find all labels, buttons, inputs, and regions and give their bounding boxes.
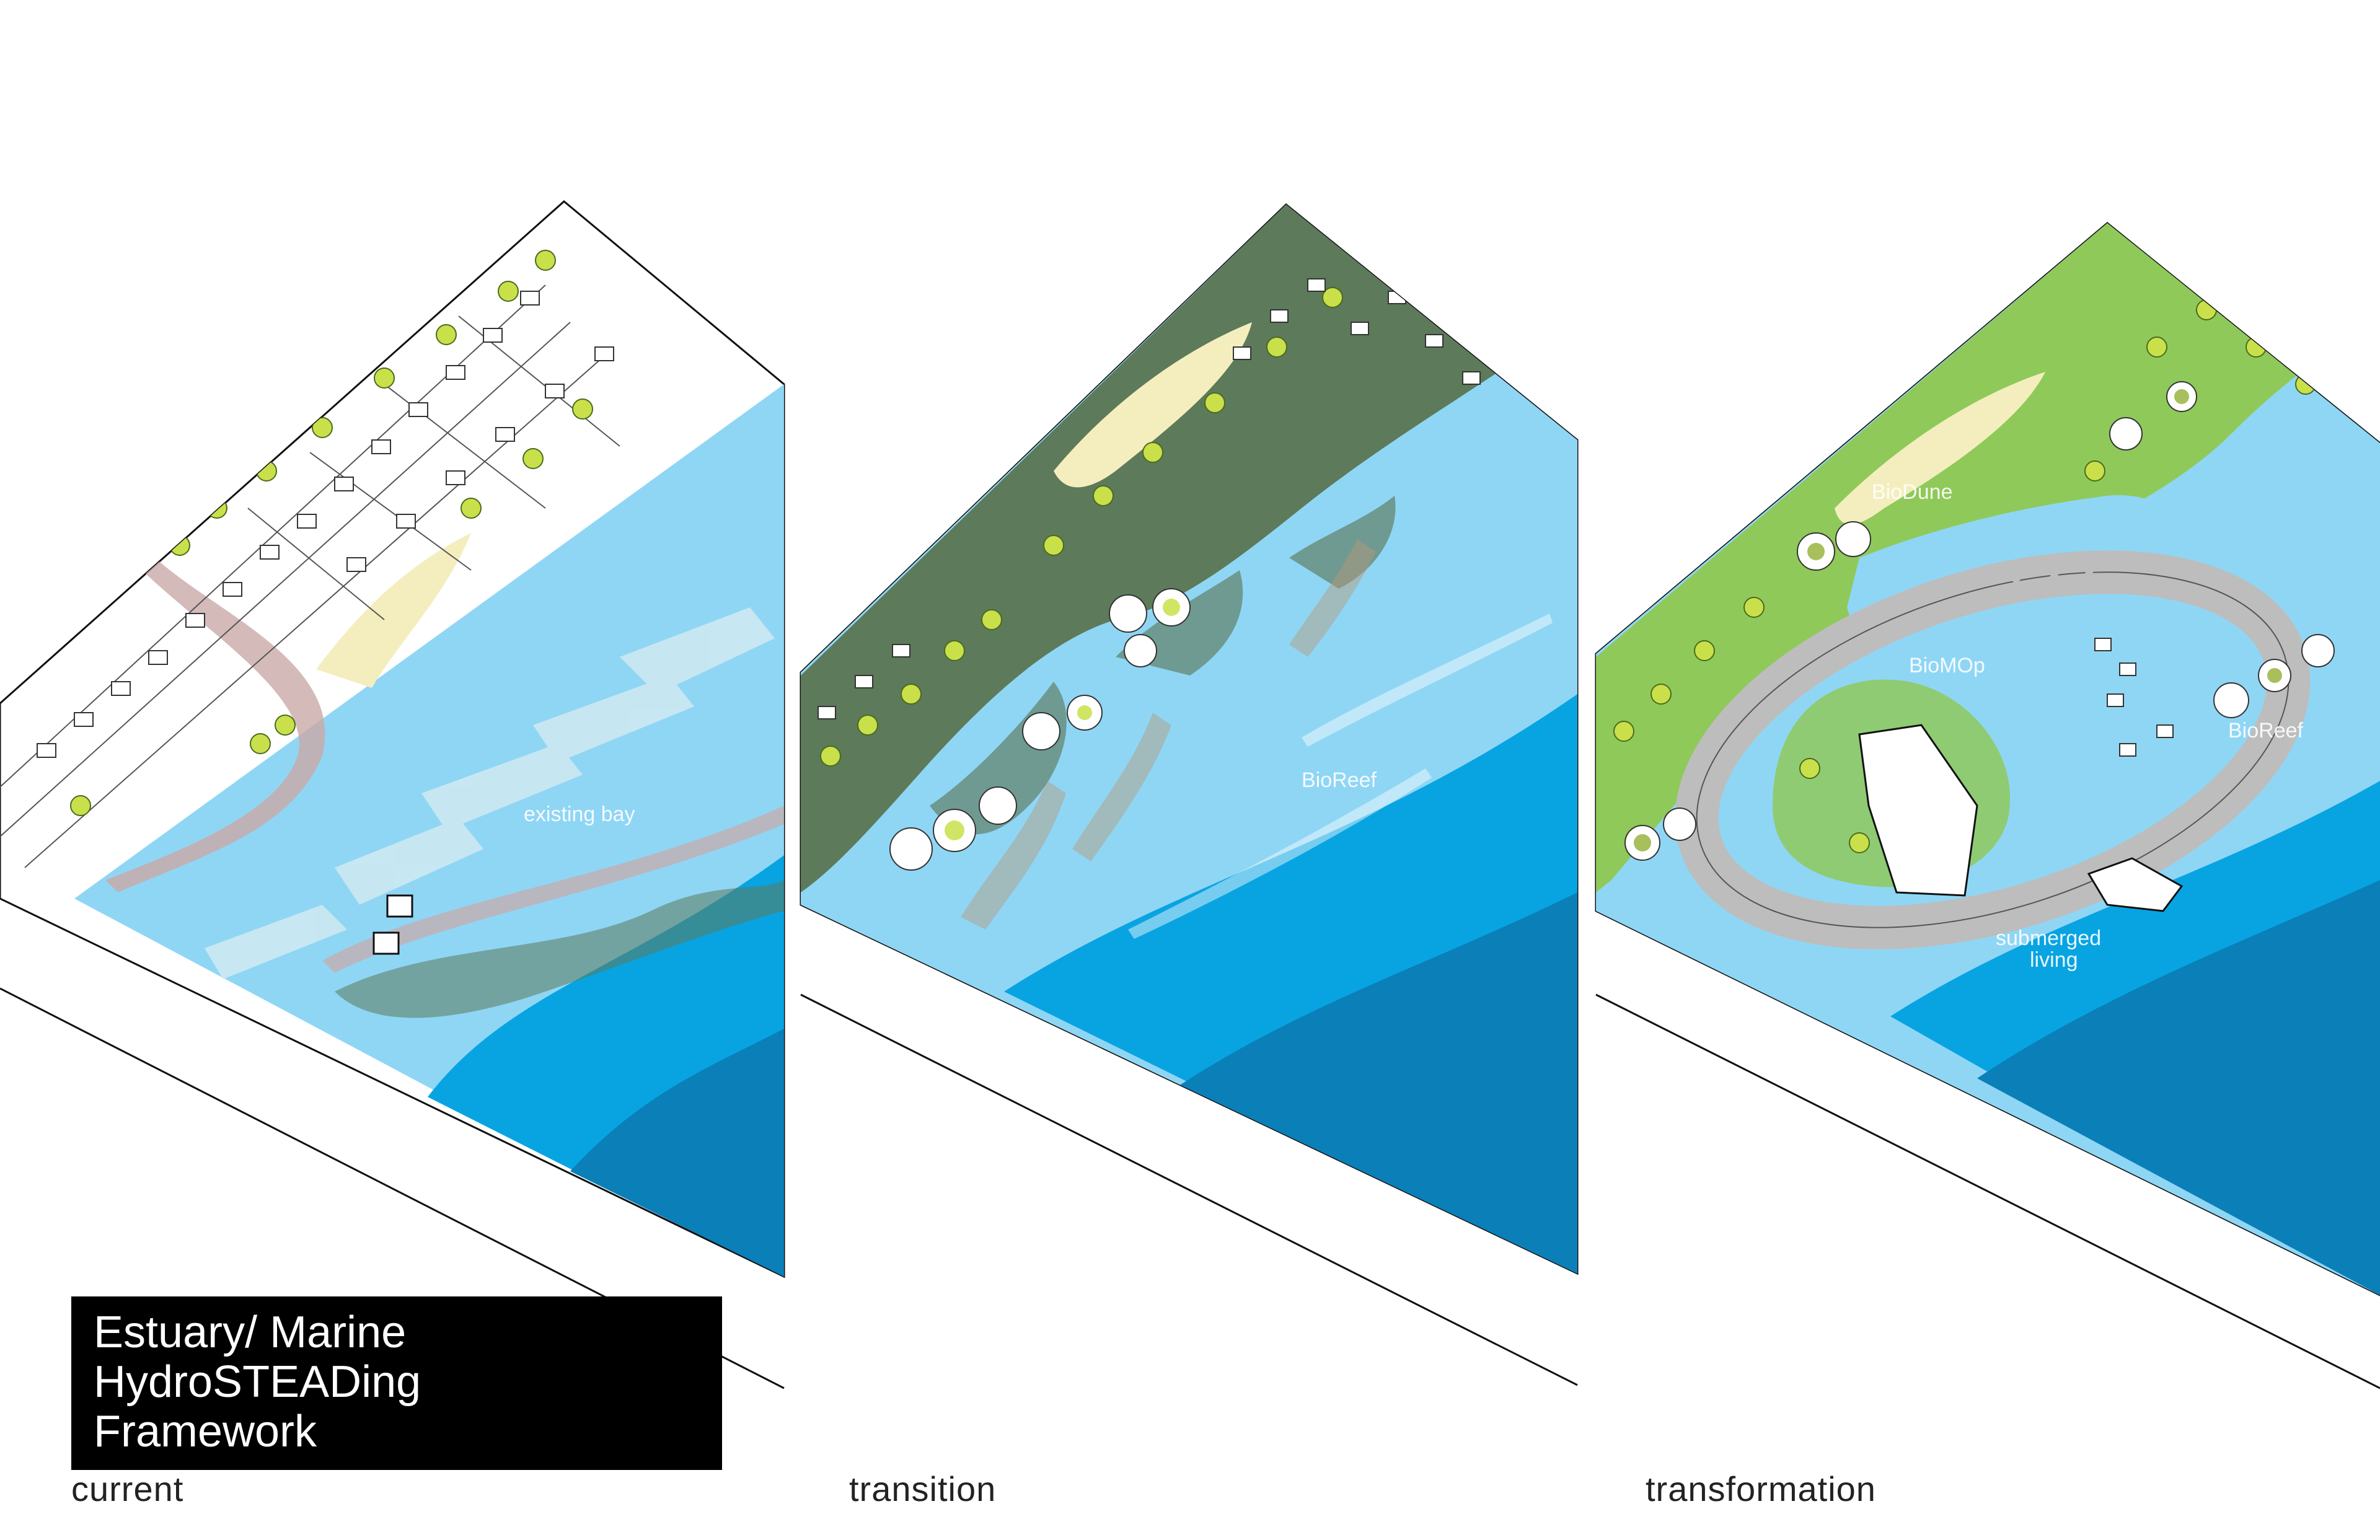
annotation-existing-bay: existing bay <box>524 803 635 826</box>
annotation-living: living <box>2030 948 2078 972</box>
piers <box>2012 556 2098 594</box>
trees <box>820 250 1393 767</box>
sandbars <box>205 607 775 979</box>
building-cluster <box>2094 638 2174 757</box>
annotation-biomop: BioMOp <box>1909 654 1985 677</box>
annotation-bioreef: BioReef <box>2228 719 2304 742</box>
sediment-streak <box>322 806 784 973</box>
sand-strip <box>1054 322 1252 488</box>
biomop-rings <box>1624 381 2335 861</box>
sand-beach <box>316 533 471 688</box>
title-line-3: Framework <box>94 1407 317 1456</box>
building-cluster <box>818 278 1481 719</box>
reef-streaks <box>1128 614 1553 939</box>
sand-dune <box>1835 372 2045 525</box>
panel-label-transformation: transformation <box>1646 1469 1876 1508</box>
annotation-bioreef: BioReef <box>1302 768 1377 792</box>
stilt-houses <box>372 894 413 955</box>
base-edge <box>1595 993 2380 1389</box>
deep-water <box>570 1029 784 1277</box>
biomop-inner <box>1634 389 2282 851</box>
sediment-channel <box>105 545 325 892</box>
central-tower <box>1858 724 1978 897</box>
panel-transformation: BioDune BioMOp BioReef submerged living <box>1595 222 2380 1389</box>
boardwalk-ring-edge <box>1696 571 2290 928</box>
panel-current: existing bay <box>0 200 785 1389</box>
title-line-1: Estuary/ Marine <box>94 1308 407 1357</box>
title-box: Estuary/ Marine HydroSTEADing Framework <box>71 1296 722 1470</box>
deep-water <box>1977 880 2380 1295</box>
base-edge <box>800 993 1578 1386</box>
building-cluster <box>37 291 614 758</box>
sediment-fingers <box>961 539 1376 930</box>
dark-wetland <box>801 205 1577 892</box>
submerged-pavilion <box>2087 857 2184 912</box>
deep-water <box>1171 892 1577 1274</box>
panel-label-current: current <box>71 1469 184 1508</box>
panel-label-transition: transition <box>849 1469 997 1508</box>
reef-inner <box>945 599 1180 840</box>
panel-transition: BioReef <box>800 203 1579 1386</box>
annotation-biodune: BioDune <box>1872 480 1952 504</box>
annotation-submerged: submerged <box>1996 926 2101 950</box>
title-line-2: HydroSTEADing <box>94 1357 421 1407</box>
reef-patch <box>335 880 784 1018</box>
